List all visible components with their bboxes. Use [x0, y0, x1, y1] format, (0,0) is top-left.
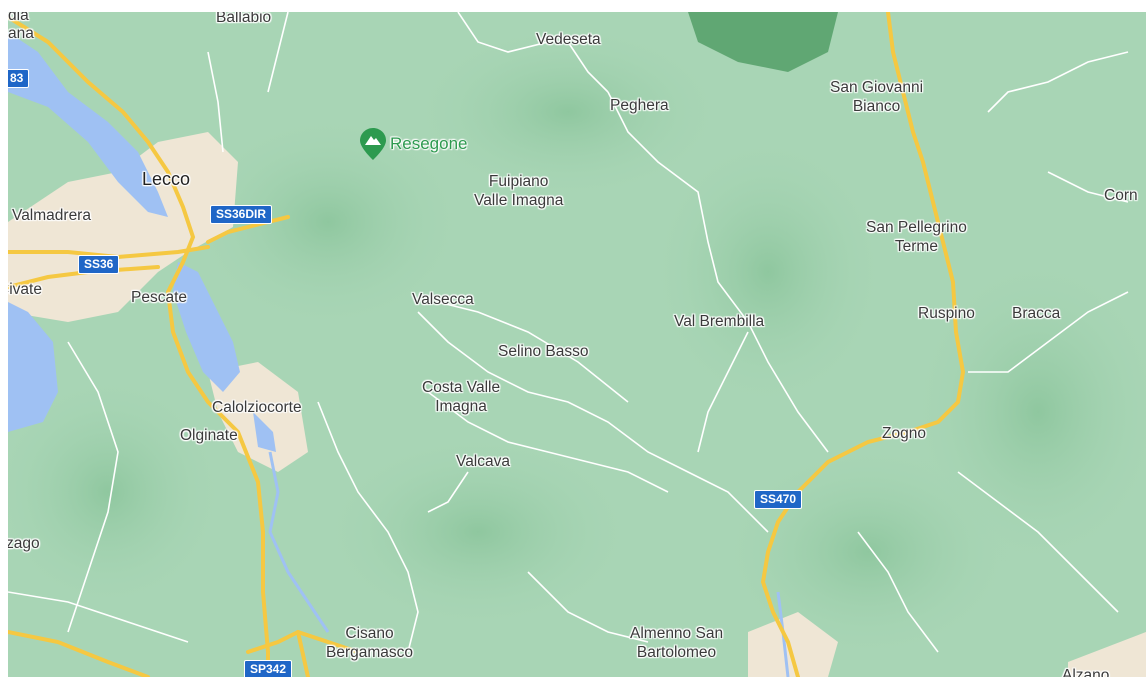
- place-calolziocorte[interactable]: Calolziocorte: [212, 399, 302, 416]
- place-ballabio[interactable]: Ballabio: [216, 12, 272, 26]
- place-vedeseta[interactable]: Vedeseta: [536, 31, 601, 48]
- place-valmadrera[interactable]: Valmadrera: [12, 207, 91, 224]
- poi-resegone-label: Resegone: [390, 134, 468, 153]
- road-shield-83[interactable]: 83: [8, 69, 30, 88]
- place-valcava[interactable]: Valcava: [456, 453, 510, 470]
- road-shield-ss36dir[interactable]: SS36DIR: [210, 205, 273, 224]
- map-base-layer: [8, 12, 1146, 677]
- place-alzano[interactable]: Alzano: [1062, 667, 1110, 677]
- place-almenno-san-bartolomeo[interactable]: Almenno San Bartolomeo: [630, 625, 724, 661]
- mountain-icon: [360, 128, 386, 160]
- urban-almenno: [748, 612, 838, 677]
- urban-alzano: [1068, 632, 1146, 677]
- lake-como-lecco: [8, 32, 168, 217]
- place-civate[interactable]: Civate: [8, 281, 42, 298]
- place-top-left-a[interactable]: dia: [8, 12, 29, 24]
- place-val-brembilla[interactable]: Val Brembilla: [674, 313, 765, 330]
- place-olginate[interactable]: Olginate: [180, 427, 238, 444]
- road-shield-ss36[interactable]: SS36: [78, 255, 120, 274]
- place-san-giovanni-bianco[interactable]: San Giovanni Bianco: [830, 79, 924, 115]
- place-ruspino[interactable]: Ruspino: [918, 305, 975, 322]
- place-san-pellegrino-terme[interactable]: San Pellegrino Terme: [866, 219, 967, 255]
- place-peghera[interactable]: Peghera: [610, 97, 669, 114]
- poi-resegone[interactable]: Resegone: [360, 128, 468, 160]
- lake-annone: [8, 302, 58, 432]
- minor-roads: [8, 12, 1129, 653]
- road-shield-ss470[interactable]: SS470: [754, 490, 803, 509]
- place-valsecca[interactable]: Valsecca: [412, 291, 474, 308]
- lake-garlate: [173, 262, 240, 392]
- lake-olginate: [253, 412, 276, 452]
- place-costa-valle-imagna[interactable]: Costa Valle Imagna: [422, 379, 501, 415]
- place-cisano-bergamasco[interactable]: Cisano Bergamasco: [326, 625, 414, 661]
- protected-area: [688, 12, 838, 72]
- place-top-left-b[interactable]: ana: [8, 25, 34, 42]
- place-zago[interactable]: zago: [8, 535, 40, 552]
- place-selino-basso[interactable]: Selino Basso: [498, 343, 589, 360]
- place-fuipiano-valle-imagna[interactable]: Fuipiano Valle Imagna: [474, 173, 564, 209]
- road-shield-sp342[interactable]: SP342: [244, 660, 293, 677]
- highways: [8, 12, 966, 677]
- map-canvas[interactable]: Resegone Ballabio dia ana Vedeseta Peghe…: [8, 12, 1146, 677]
- river-adda: [268, 451, 330, 633]
- place-lecco[interactable]: Lecco: [142, 169, 191, 189]
- place-pescate[interactable]: Pescate: [131, 289, 188, 306]
- place-corn[interactable]: Corn: [1104, 187, 1138, 204]
- place-zogno[interactable]: Zogno: [882, 425, 926, 442]
- place-bracca[interactable]: Bracca: [1012, 305, 1061, 322]
